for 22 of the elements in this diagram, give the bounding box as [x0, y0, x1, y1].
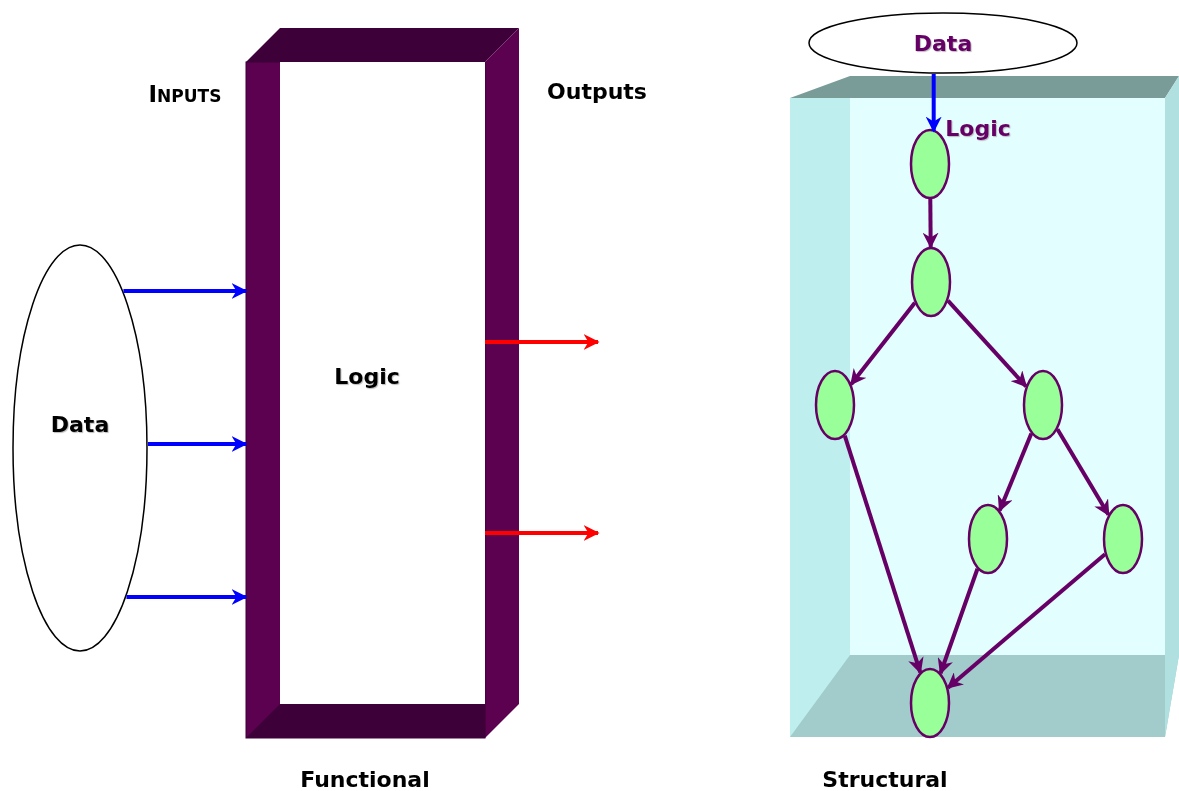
arrow — [937, 568, 980, 675]
arrow — [842, 434, 924, 674]
arrow — [148, 436, 248, 452]
arrow — [997, 432, 1034, 513]
arrow — [925, 74, 942, 133]
caption: Functional — [300, 766, 430, 791]
arrow — [922, 199, 939, 249]
inputs-label: INPUTS — [148, 81, 222, 107]
arrow — [946, 552, 1107, 690]
arrow — [946, 299, 1028, 388]
arrow — [123, 283, 248, 299]
outputs-label: Outputs — [547, 78, 647, 104]
arrow — [126, 589, 248, 605]
caption: Structural — [822, 766, 948, 791]
node-label: Logic — [945, 115, 1011, 141]
node-label: Data — [50, 411, 110, 437]
arrow — [1055, 428, 1111, 517]
arrow — [849, 301, 917, 386]
arrow — [485, 334, 600, 350]
node-label: Data — [913, 30, 973, 56]
arrow — [485, 525, 600, 541]
node-label: Logic — [334, 363, 400, 389]
